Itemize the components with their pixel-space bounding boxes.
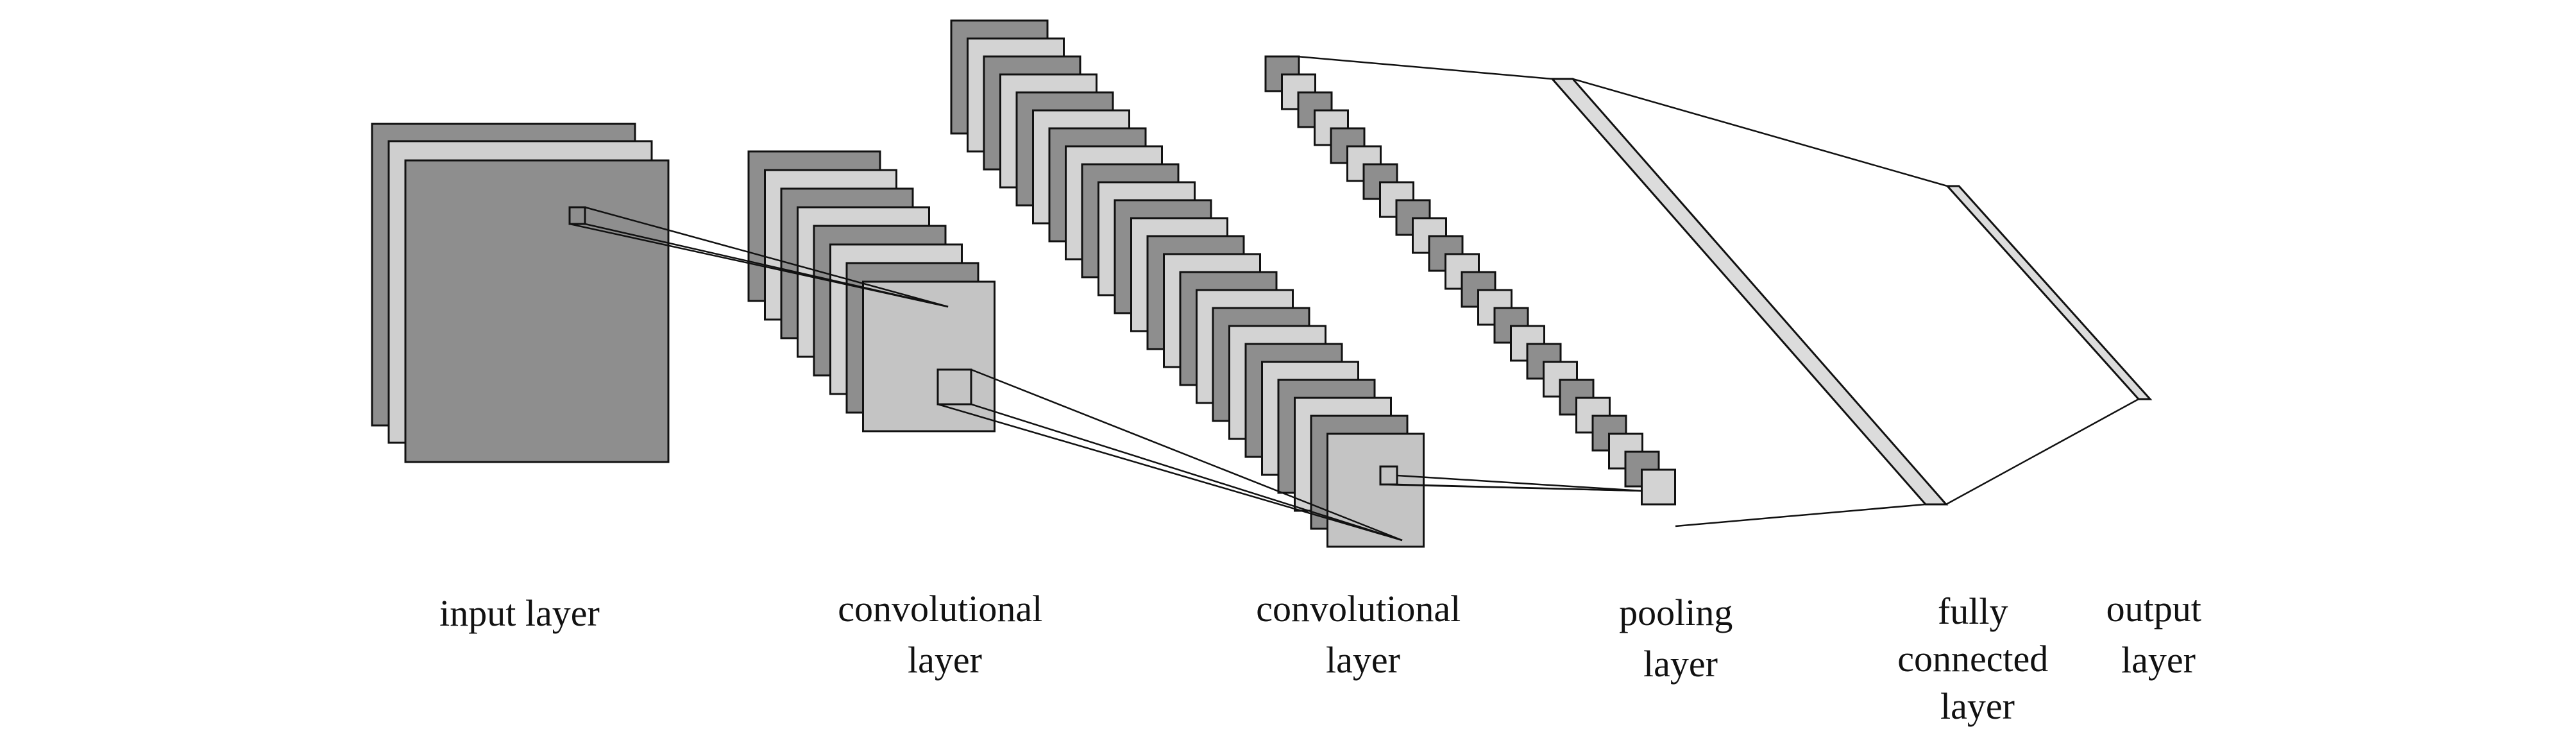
output-layer-label: output layer bbox=[2106, 588, 2211, 681]
input-map-3 bbox=[404, 159, 670, 463]
input-layer-label: input layer bbox=[439, 592, 600, 634]
connector-line bbox=[1296, 55, 1553, 80]
conv2-map-24 bbox=[1326, 432, 1425, 548]
connection-lines bbox=[569, 55, 2139, 542]
conv1-layer-label: convolutional layer bbox=[838, 588, 1051, 681]
connector-line bbox=[1396, 474, 1643, 492]
conv1-receptive-field bbox=[936, 368, 972, 406]
connector-line bbox=[584, 206, 949, 308]
connector-line bbox=[937, 403, 1403, 542]
pooling-layer-label: pooling layer bbox=[1619, 592, 1742, 685]
pooling-map-24 bbox=[1641, 468, 1676, 506]
conv2-layer-label: convolutional layer bbox=[1256, 588, 1470, 681]
connector-line bbox=[1945, 398, 2139, 506]
output-bar bbox=[1945, 185, 2153, 400]
layer-labels: input layer convolutional layer convolut… bbox=[439, 588, 2211, 727]
input-receptive-field bbox=[568, 206, 586, 225]
pooling-layer-maps bbox=[1264, 55, 1676, 506]
connector-line bbox=[569, 223, 949, 308]
connector-line bbox=[1572, 78, 1948, 187]
connector-line bbox=[1380, 483, 1643, 492]
conv1-map-8 bbox=[862, 280, 996, 432]
conv2-layer-maps bbox=[950, 19, 1425, 548]
input-layer-maps bbox=[371, 123, 670, 463]
connector-line bbox=[970, 403, 1403, 542]
conv1-layer-maps bbox=[747, 150, 996, 432]
fully-connected-layer-label: fully connected layer bbox=[1897, 590, 2058, 727]
connector-line bbox=[1675, 503, 1926, 527]
connector-line bbox=[970, 368, 1403, 542]
